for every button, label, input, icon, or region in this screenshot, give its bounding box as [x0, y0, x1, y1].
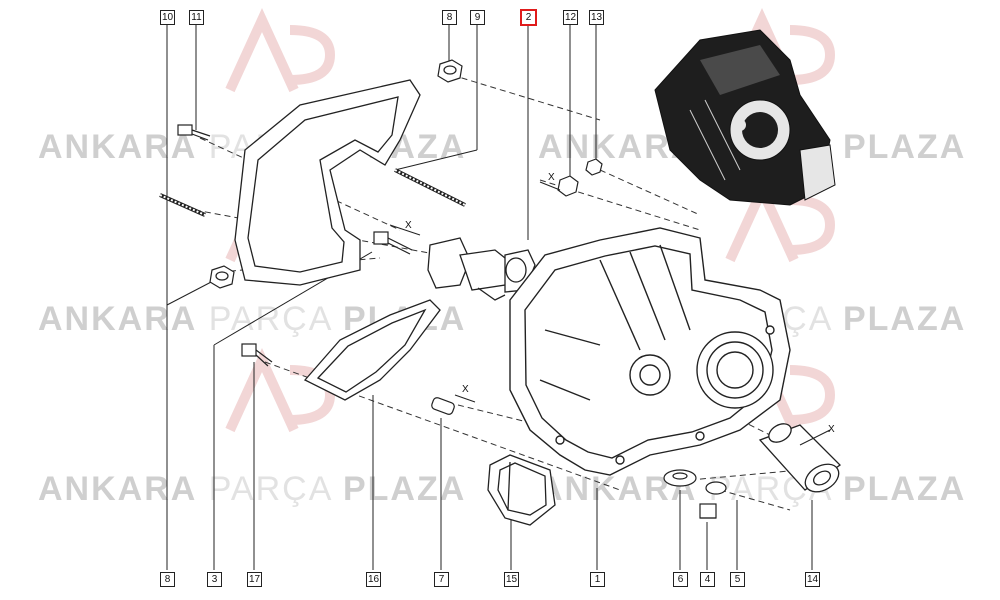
- callout-11[interactable]: 11: [189, 10, 204, 25]
- inset-assembled-view: [654, 29, 836, 206]
- callout-14[interactable]: 14: [805, 572, 820, 587]
- dimension-ticks: [389, 181, 831, 446]
- nut-12-icon: [557, 175, 579, 197]
- callout-1[interactable]: 1: [590, 572, 605, 587]
- pin-7-icon: [431, 397, 455, 415]
- selector-actuator-part-2: [427, 237, 536, 301]
- callout-9[interactable]: 9: [470, 10, 485, 25]
- callout-6[interactable]: 6: [673, 572, 688, 587]
- callout-8-bottom[interactable]: 8: [160, 572, 175, 587]
- nut-8-lower-icon: [209, 265, 235, 289]
- nut-8-top-icon: [437, 59, 463, 83]
- callout-8-top[interactable]: 8: [442, 10, 457, 25]
- callout-13[interactable]: 13: [589, 10, 604, 25]
- callout-3[interactable]: 3: [207, 572, 222, 587]
- callout-16[interactable]: 16: [366, 572, 381, 587]
- bolt-17-icon: [241, 343, 273, 367]
- nut-13-icon: [585, 158, 603, 176]
- dimension-mark-2: X: [462, 384, 469, 395]
- dimension-mark-3: X: [548, 172, 555, 183]
- callout-10[interactable]: 10: [160, 10, 175, 25]
- stud-9-icon: [394, 168, 466, 207]
- callout-15[interactable]: 15: [504, 572, 519, 587]
- small-fasteners: [159, 59, 727, 519]
- gearbox-housing-part-1: [509, 227, 791, 476]
- watermark-row2-left: ANKARA PARÇA PLAZA: [38, 300, 464, 338]
- dimension-mark-4: X: [828, 424, 835, 435]
- callout-7[interactable]: 7: [434, 572, 449, 587]
- mount-part-15: [487, 454, 556, 526]
- callout-2-selected[interactable]: 2: [520, 9, 537, 26]
- watermark-row3-left: ANKARA PARÇA PLAZA: [38, 470, 467, 508]
- gasket-plate: [234, 79, 421, 286]
- washer-6-icon: [663, 469, 697, 487]
- callout-12[interactable]: 12: [563, 10, 578, 25]
- dimension-mark-1: X: [405, 220, 412, 231]
- plug-4-icon: [699, 503, 717, 519]
- stud-10-icon: [159, 193, 206, 217]
- callout-4[interactable]: 4: [700, 572, 715, 587]
- callout-17[interactable]: 17: [247, 572, 262, 587]
- leader-lines: [166, 25, 813, 570]
- cover-shield-part-16: [303, 299, 441, 401]
- seal-5-icon: [705, 481, 727, 495]
- bolt-11-icon: [177, 124, 211, 141]
- callout-5[interactable]: 5: [730, 572, 745, 587]
- bolt-3-icon: [373, 231, 413, 255]
- bearing-sleeve-part-14: [758, 423, 842, 493]
